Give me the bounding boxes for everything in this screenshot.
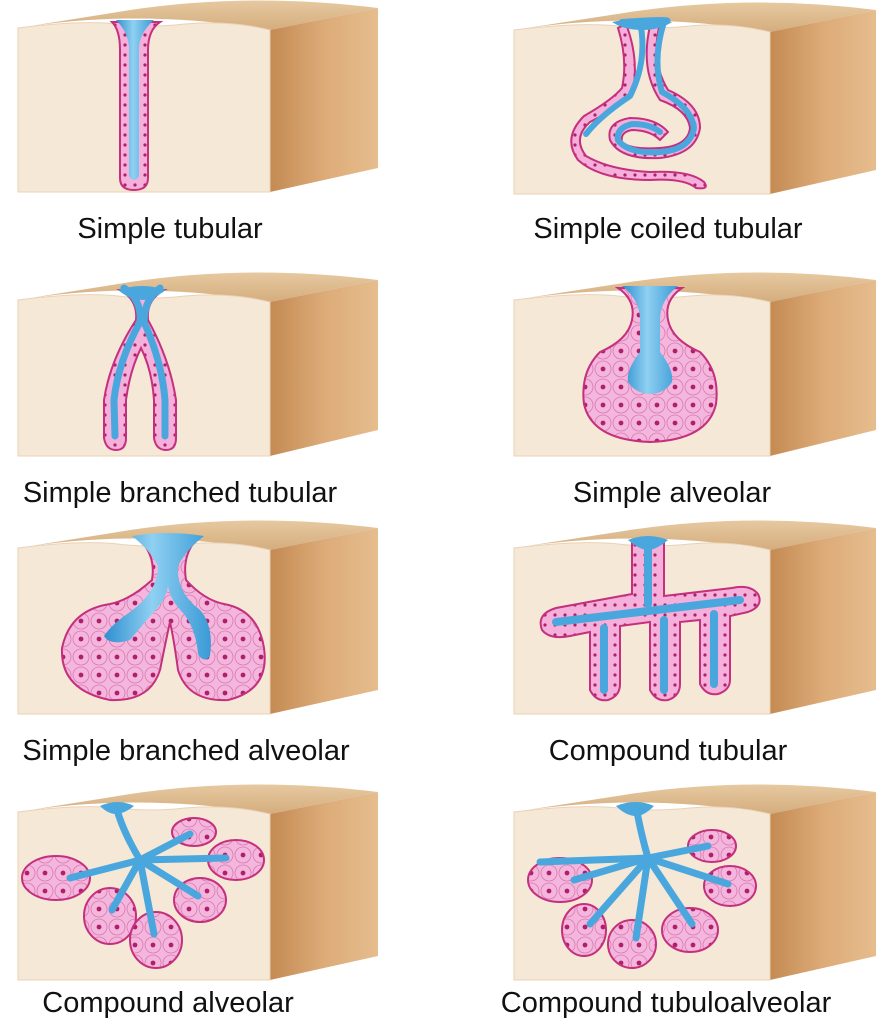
epithelium [539,539,761,702]
tissue-block [17,0,378,193]
acinus [607,919,657,969]
duct-mouth [612,19,672,30]
block-top [514,784,876,814]
gland-compound-tubuloalveolar [527,802,757,969]
acinus [129,911,183,969]
lumen [104,533,211,660]
lumen [583,17,698,156]
lumen [536,802,732,942]
tissue-block [17,272,378,457]
epithelium [103,289,177,452]
panel-simple-alveolar: Simple alveolar [513,272,876,509]
panel-compound-alveolar: Compound alveolar [17,784,378,1019]
lumen [116,20,154,180]
duct-mouth [628,536,668,550]
block-top [514,272,876,302]
caption-compound-alveolar: Compound alveolar [42,987,294,1019]
block-top [18,784,378,814]
block-side [770,10,876,194]
caption-simple-branched-tubular: Simple branched tubular [23,477,338,509]
lumen [552,536,744,694]
block-side [770,280,876,456]
duct-mouth [100,802,134,814]
tissue-block [513,2,876,195]
caption-simple-alveolar: Simple alveolar [573,477,772,509]
acinus [83,887,137,945]
panel-simple-coiled-tubular: Simple coiled tubular [513,2,876,245]
panel-simple-branched-tubular: Simple branched tubular [17,272,378,509]
gland-compound-tubular [539,536,761,702]
block-side [270,792,378,980]
caption-compound-tubuloalveolar: Compound tubuloalveolar [501,987,832,1019]
caption-simple-coiled-tubular: Simple coiled tubular [533,213,803,245]
block-side [770,528,876,714]
epithelium [60,539,266,702]
gland-simple-branched-alveolar [60,533,266,702]
gland-simple-tubular [109,20,164,192]
acinus [21,855,91,901]
caption-simple-branched-alveolar: Simple branched alveolar [22,735,350,767]
block-front [17,294,271,457]
acinus [687,829,737,863]
block-top [18,272,378,302]
duct-mouth [118,286,166,300]
duct-mouth [616,802,654,816]
block-side [270,528,378,714]
tissue-block [17,784,378,981]
caption-simple-tubular: Simple tubular [77,213,263,245]
block-top [18,0,378,30]
block-side [270,8,378,192]
epithelium [570,22,707,190]
caption-compound-tubular: Compound tubular [549,735,788,767]
gland-compound-alveolar [21,802,265,969]
block-top [514,2,876,32]
block-side [270,280,378,456]
gland-simple-coiled-tubular [570,17,707,190]
panel-simple-tubular: Simple tubular [17,0,378,245]
gland-simple-alveolar [582,286,718,444]
panel-simple-branched-alveolar: Simple branched alveolar [17,520,378,767]
block-side [770,792,876,980]
lumen [622,286,678,394]
lumen [66,802,230,938]
acinus [661,907,719,953]
gland-simple-branched-tubular [103,284,177,452]
panel-compound-tubular: Compound tubular [513,520,876,767]
panel-compound-tubuloalveolar: Compound tubuloalveolar [501,784,876,1019]
block-top [514,520,876,550]
